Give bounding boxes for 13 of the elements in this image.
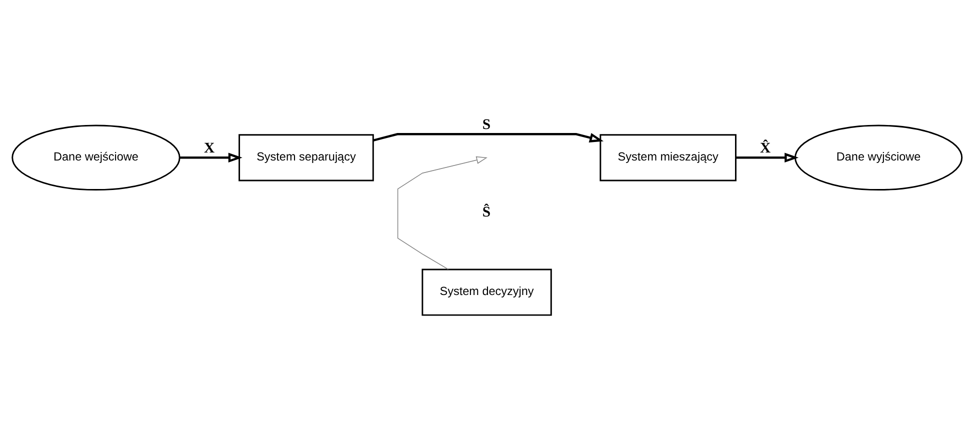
edge-label: X — [204, 140, 215, 156]
node-box: System separujący — [238, 134, 374, 181]
arrow — [372, 132, 604, 142]
label: Ŝ — [482, 204, 491, 220]
node-box: System mieszający — [600, 134, 736, 181]
node-ellipse: Dane wyjściowe — [794, 124, 963, 190]
edge-label: X̂ — [760, 140, 771, 156]
arrow — [397, 156, 488, 270]
arrow — [736, 152, 799, 162]
node-box: System decyzyjny — [422, 268, 552, 316]
node-ellipse: Dane wejściowe — [12, 124, 180, 190]
edge-label: S — [482, 116, 491, 132]
arrow — [180, 152, 242, 162]
